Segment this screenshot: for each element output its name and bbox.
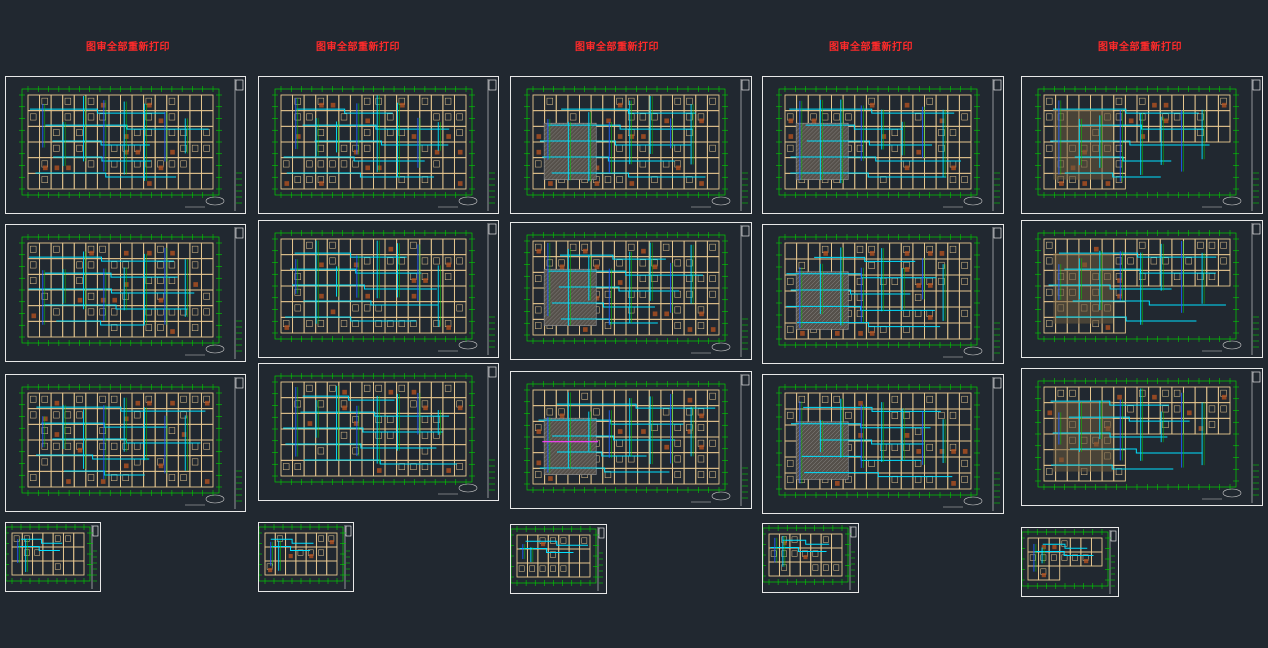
column-title-5: 图审全部重新打印 bbox=[1098, 42, 1182, 53]
floor-plan-drawing bbox=[524, 374, 750, 506]
drawing-sheet-c5-r1[interactable] bbox=[1021, 76, 1263, 214]
drawing-sheet-c3-small[interactable] bbox=[510, 524, 607, 594]
floor-plan-drawing bbox=[6, 524, 99, 589]
floor-plan-drawing bbox=[776, 79, 1002, 211]
floor-plan-drawing bbox=[524, 79, 750, 211]
drawing-sheet-c1-small[interactable] bbox=[5, 522, 101, 592]
drawing-sheet-c4-r1[interactable] bbox=[762, 76, 1004, 214]
drawing-sheet-c4-r2[interactable] bbox=[762, 224, 1004, 364]
floor-plan-drawing bbox=[19, 377, 244, 509]
drawing-sheet-c2-r2[interactable] bbox=[258, 220, 499, 358]
column-title-3: 图审全部重新打印 bbox=[575, 42, 659, 53]
drawing-sheet-c3-r3[interactable] bbox=[510, 371, 752, 509]
drawing-sheet-c2-r1[interactable] bbox=[258, 76, 499, 214]
floor-plan-drawing bbox=[19, 79, 244, 211]
column-title-2: 图审全部重新打印 bbox=[316, 42, 400, 53]
floor-plan-drawing bbox=[259, 524, 352, 589]
drawing-sheet-c5-r2[interactable] bbox=[1021, 220, 1263, 358]
floor-plan-drawing bbox=[776, 377, 1002, 511]
floor-plan-drawing bbox=[272, 366, 497, 498]
floor-plan-drawing bbox=[524, 225, 750, 357]
floor-plan-drawing bbox=[511, 526, 605, 591]
drawing-sheet-c3-r1[interactable] bbox=[510, 76, 752, 214]
floor-plan-drawing bbox=[272, 223, 497, 355]
floor-plan-drawing bbox=[272, 79, 497, 211]
drawing-sheet-c5-small[interactable] bbox=[1021, 527, 1119, 597]
floor-plan-drawing bbox=[19, 227, 244, 359]
drawing-sheet-c3-r2[interactable] bbox=[510, 222, 752, 360]
drawing-sheet-c4-r3[interactable] bbox=[762, 374, 1004, 514]
drawing-sheet-c1-r3[interactable] bbox=[5, 374, 246, 512]
column-title-1: 图审全部重新打印 bbox=[86, 42, 170, 53]
floor-plan-drawing bbox=[1035, 79, 1261, 211]
drawing-sheet-c2-small[interactable] bbox=[258, 522, 354, 592]
floor-plan-drawing bbox=[776, 227, 1002, 361]
drawing-sheet-c5-r3[interactable] bbox=[1021, 368, 1263, 506]
drawing-sheet-c4-small[interactable] bbox=[762, 523, 859, 593]
drawing-sheet-c1-r1[interactable] bbox=[5, 76, 246, 214]
drawing-sheet-c1-r2[interactable] bbox=[5, 224, 246, 362]
floor-plan-drawing bbox=[1035, 371, 1261, 503]
floor-plan-drawing bbox=[1022, 529, 1117, 594]
floor-plan-drawing bbox=[763, 525, 857, 590]
floor-plan-drawing bbox=[1035, 223, 1261, 355]
drawing-sheet-c2-r3[interactable] bbox=[258, 363, 499, 501]
column-title-4: 图审全部重新打印 bbox=[829, 42, 913, 53]
